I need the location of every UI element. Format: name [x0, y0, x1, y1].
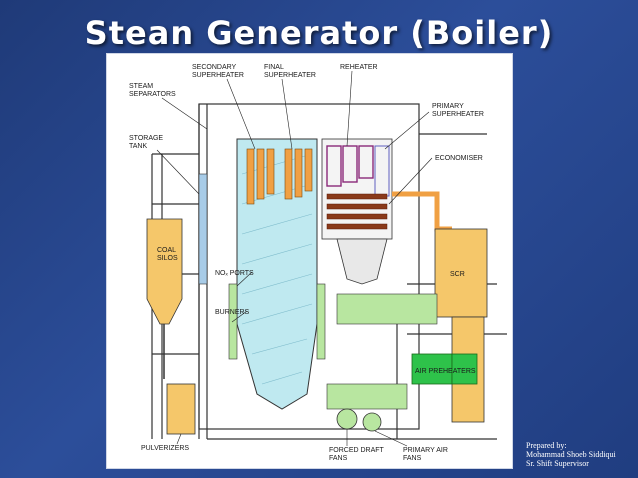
label-coal-silos: COAL SILOS: [157, 247, 178, 262]
svg-text:SUPERHEATER: SUPERHEATER: [264, 72, 316, 79]
secondary-superheater: [246, 148, 275, 205]
svg-text:SECONDARY: SECONDARY: [192, 64, 237, 71]
forced-draft-fan: [336, 408, 358, 430]
label-scr: SCR: [450, 271, 465, 278]
label-forced-draft-fans: FORCED DRAFT FANS: [329, 447, 385, 462]
air-preheater-duct: [336, 293, 438, 325]
label-steam-separators: STEAM SEPARATORS: [129, 83, 176, 98]
svg-text:FANS: FANS: [329, 455, 348, 462]
pulverizer: [166, 383, 196, 435]
boiler-diagram-svg: SECONDARY SUPERHEATER FINAL SUPERHEATER …: [129, 64, 507, 462]
svg-text:SUPERHEATER: SUPERHEATER: [432, 111, 484, 118]
primary-air-fan: [362, 412, 382, 432]
storage-tank: [198, 173, 208, 285]
svg-text:SUPERHEATER: SUPERHEATER: [192, 72, 244, 79]
label-primary-superheater: PRIMARY SUPERHEATER: [432, 103, 484, 118]
leader-lines: [156, 70, 433, 447]
label-final-superheater: FINAL SUPERHEATER: [264, 64, 316, 79]
label-storage-tank: STORAGE TANK: [129, 135, 163, 150]
svg-text:SILOS: SILOS: [157, 255, 178, 262]
svg-text:PRIMARY: PRIMARY: [432, 103, 464, 110]
label-economiser: ECONOMISER: [435, 155, 483, 162]
label-pulverizers: PULVERIZERS: [141, 445, 189, 452]
credit-author: Mohammad Shoeb Siddiqui: [526, 450, 616, 459]
economiser-hopper: [336, 238, 388, 285]
furnace-wall-right: [316, 283, 326, 360]
label-secondary-superheater: SECONDARY SUPERHEATER: [192, 64, 244, 79]
coal-silo: [146, 218, 183, 325]
slide-title: Stean Generator (Boiler): [84, 14, 554, 52]
boiler-diagram: SECONDARY SUPERHEATER FINAL SUPERHEATER …: [106, 53, 513, 469]
label-primary-air-fans: PRIMARY AIR FANS: [403, 447, 448, 462]
svg-text:FORCED DRAFT: FORCED DRAFT: [329, 447, 385, 454]
credit-block: Prepared by: Mohammad Shoeb Siddiqui Sr.…: [526, 441, 636, 468]
air-preheater-1: [411, 353, 453, 385]
label-burners: BURNERS: [215, 309, 250, 316]
svg-text:STEAM: STEAM: [129, 83, 153, 90]
svg-text:FANS: FANS: [403, 455, 422, 462]
economiser-coils: [326, 193, 388, 230]
air-duct-lower: [326, 383, 408, 410]
label-nox-ports: NOₓ PORTS: [215, 270, 254, 277]
air-preheater-2: [451, 353, 478, 385]
svg-text:STORAGE: STORAGE: [129, 135, 163, 142]
scr-unit: [434, 228, 488, 318]
svg-text:SEPARATORS: SEPARATORS: [129, 91, 176, 98]
label-reheater: REHEATER: [340, 64, 378, 71]
label-air-preheaters: AIR PREHEATERS: [415, 368, 476, 375]
reheater-coils: [326, 145, 374, 187]
svg-text:PRIMARY AIR: PRIMARY AIR: [403, 447, 448, 454]
credit-role: Sr. Shift Supervisor: [526, 459, 589, 468]
svg-text:TANK: TANK: [129, 143, 147, 150]
final-superheater: [284, 148, 313, 200]
credit-prepared-by: Prepared by:: [526, 441, 567, 450]
svg-text:FINAL: FINAL: [264, 64, 284, 71]
svg-text:COAL: COAL: [157, 247, 176, 254]
flue-duct: [392, 191, 452, 232]
